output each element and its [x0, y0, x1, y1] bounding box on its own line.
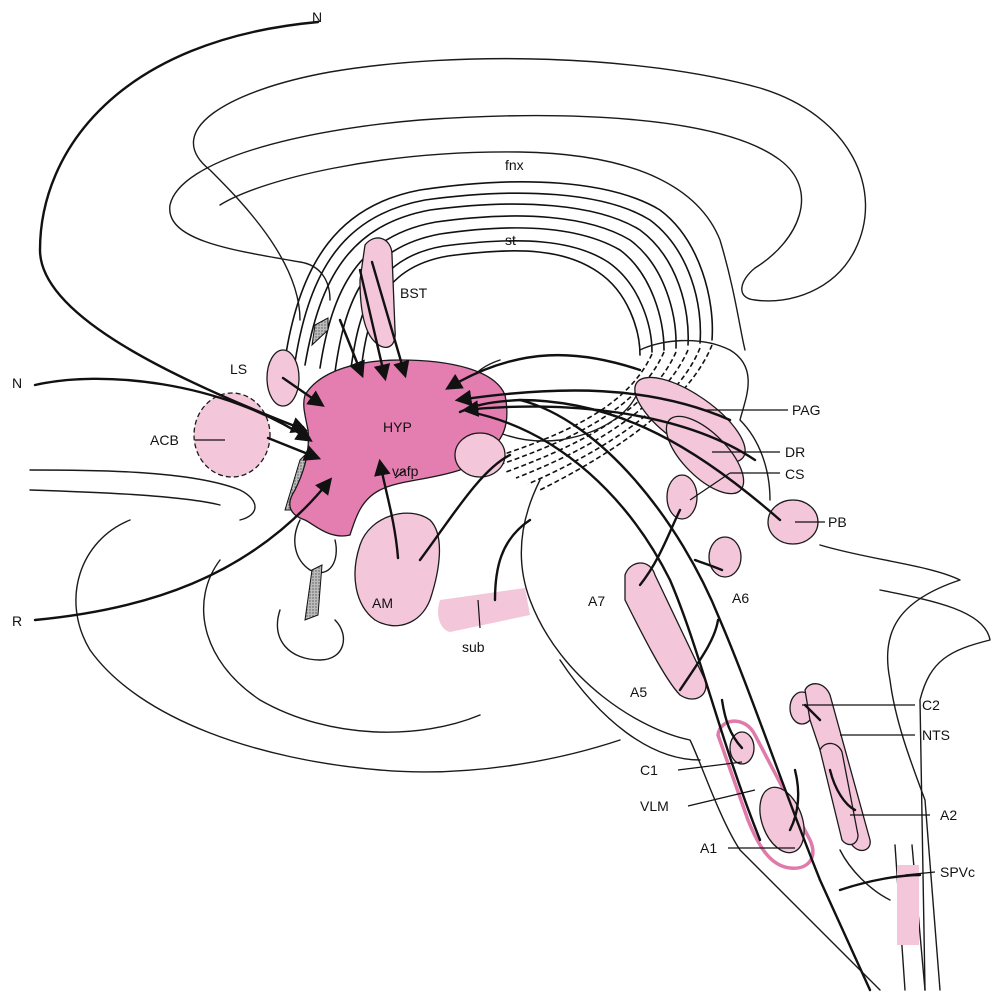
- label-vlm: VLM: [640, 798, 669, 814]
- stippled-strip-lower: [305, 565, 322, 620]
- label-a1: A1: [700, 840, 717, 856]
- label-a5: A5: [630, 684, 647, 700]
- label-a6: A6: [732, 590, 749, 606]
- label-n-left: N: [12, 375, 22, 391]
- label-c2: C2: [922, 697, 940, 713]
- fornix-stria-bundle: [285, 182, 712, 380]
- label-dr: DR: [785, 444, 805, 460]
- label-r: R: [12, 613, 22, 629]
- label-vafp: vafp: [392, 463, 419, 479]
- label-n-top: N: [312, 9, 322, 25]
- label-cs: CS: [785, 466, 804, 482]
- cs-region: [667, 475, 697, 519]
- label-sub: sub: [462, 639, 485, 655]
- label-a2: A2: [940, 807, 957, 823]
- sub-region: [438, 588, 530, 632]
- label-bst: BST: [400, 285, 428, 301]
- label-a7: A7: [588, 593, 605, 609]
- label-pag: PAG: [792, 402, 821, 418]
- label-ls: LS: [230, 361, 247, 377]
- label-st: st: [505, 232, 516, 248]
- nuclei: [194, 238, 919, 945]
- label-am: AM: [372, 595, 393, 611]
- label-spvc: SPVc: [940, 864, 975, 880]
- label-acb: ACB: [150, 432, 179, 448]
- label-fnx: fnx: [505, 157, 524, 173]
- label-nts: NTS: [922, 727, 950, 743]
- acb-region: [194, 393, 270, 477]
- label-pb: PB: [828, 514, 847, 530]
- label-hyp: HYP: [383, 419, 412, 435]
- am-region: [355, 513, 439, 626]
- label-c1: C1: [640, 762, 658, 778]
- a7-a5-region: [625, 563, 706, 699]
- round-nucleus: [455, 433, 505, 477]
- a6-region: [709, 537, 741, 577]
